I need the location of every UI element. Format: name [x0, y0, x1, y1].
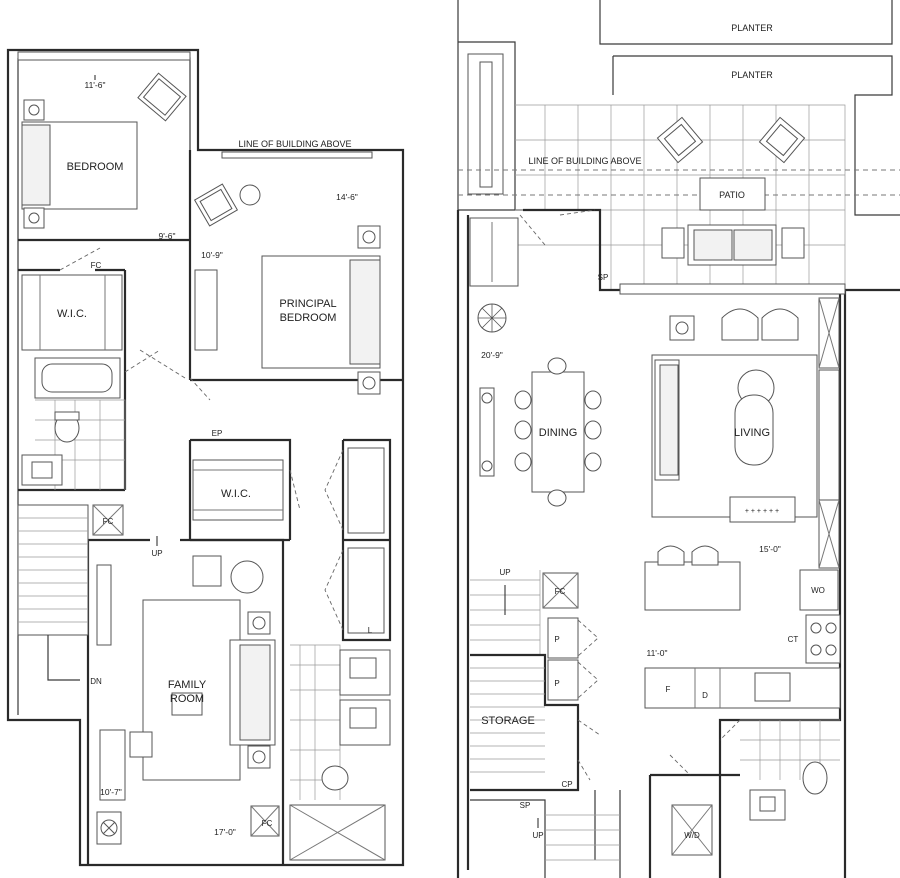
toilet	[321, 765, 349, 791]
lower-unit-outer-wall	[6, 48, 405, 867]
wic-2: W.I.C.	[192, 459, 301, 521]
lower-unit: BEDROOM 11'-6" 9'-6" W.I.C. FC	[6, 48, 405, 867]
ct-label: CT	[788, 635, 799, 644]
up-label-2: UP	[532, 831, 543, 840]
linen-label: L	[368, 626, 373, 635]
dining-depth-dimension: 20'-9"	[481, 350, 503, 360]
coffee-table	[734, 394, 774, 466]
family-room: FC FAMILY ROOM 10'-7" 17'-0"	[96, 555, 280, 845]
armchair	[192, 555, 222, 587]
fc-label-2: FC	[103, 517, 114, 526]
desk-chair	[129, 731, 153, 758]
armchair	[761, 308, 799, 341]
side-table	[781, 227, 805, 259]
pantry-label-1: P	[554, 635, 559, 644]
wd-label: W/D	[684, 831, 700, 840]
dresser	[194, 269, 218, 351]
cp-label: CP	[561, 780, 572, 789]
wic-1-label: W.I.C.	[57, 308, 87, 320]
patio-door	[619, 283, 846, 295]
armchair	[193, 183, 239, 227]
sp-label-2: SP	[520, 801, 531, 810]
armchair	[721, 308, 759, 341]
closet	[469, 217, 519, 287]
bedroom-depth-dimension: 9'-6"	[159, 231, 176, 241]
ep-label: EP	[212, 429, 223, 438]
bedroom-label: BEDROOM	[67, 161, 124, 173]
principal-bedroom-label-line2: BEDROOM	[280, 312, 337, 324]
living-label: LIVING	[734, 427, 770, 439]
lounge-chair	[656, 116, 704, 164]
stairs-and-storage: UP FC P P STORAGE CP SP UP	[470, 568, 621, 878]
laundry-and-bath: W/D	[648, 719, 840, 878]
kitchen: 15'-0" WO CT F D 11'-0"	[644, 544, 841, 709]
planter-2-label: PLANTER	[731, 70, 773, 80]
family-room-label-line1: FAMILY	[168, 679, 207, 691]
cooktop	[805, 614, 841, 664]
kitchen-width-dimension: 11'-0"	[646, 648, 667, 658]
lounge-chair	[758, 116, 806, 164]
principal-bedroom: PRINCIPAL BEDROOM LINE OF BUILDING ABOVE…	[139, 139, 381, 438]
principal-bedroom-label-line1: PRINCIPAL	[279, 298, 336, 310]
patio: LINE OF BUILDING ABOVE PATIO	[458, 104, 900, 290]
sideboard	[479, 387, 495, 477]
kitchen-island	[644, 561, 741, 611]
principal-width-dimension: 14'-6"	[336, 192, 358, 202]
upper-unit: PLANTER PLANTER LINE OF BUILDING ABOVE P…	[456, 0, 900, 878]
principal-depth-dimension: 10'-9"	[201, 250, 223, 260]
dining-label: DINING	[539, 427, 578, 439]
media-console	[96, 564, 112, 646]
fridge-label: F	[666, 685, 671, 694]
wo-label: WO	[811, 586, 825, 595]
up-label-1: UP	[499, 568, 510, 577]
bedroom-window	[17, 51, 191, 61]
planter-1-label: PLANTER	[731, 23, 773, 33]
coffee-table	[171, 692, 203, 716]
counter	[644, 667, 841, 709]
bedroom-width-dimension: 11'-6"	[84, 80, 105, 90]
patio-label: PATIO	[719, 190, 745, 200]
wic-1: W.I.C. FC	[21, 247, 123, 351]
fireplace	[729, 496, 796, 523]
dn-label: DN	[90, 677, 102, 686]
ottoman	[230, 560, 264, 594]
principal-window	[221, 151, 373, 159]
kitchen-sink	[754, 672, 791, 702]
toilet	[802, 761, 828, 795]
rug	[142, 599, 241, 781]
side-table	[661, 227, 685, 259]
storage-label: STORAGE	[481, 715, 535, 727]
sink	[339, 699, 391, 746]
dishwasher-label: D	[702, 691, 708, 700]
line-of-building-above-2: LINE OF BUILDING ABOVE	[528, 156, 641, 166]
line-of-building-above-1: LINE OF BUILDING ABOVE	[238, 139, 351, 149]
stairs-down: DN FC UP	[17, 504, 163, 686]
side-table	[669, 315, 695, 341]
side-table	[239, 184, 261, 206]
bedroom: BEDROOM 11'-6" 9'-6"	[21, 72, 187, 241]
desk	[99, 729, 126, 801]
bathroom-1	[21, 349, 161, 490]
dining: DINING 20'-9"	[477, 303, 602, 507]
armchair	[137, 72, 187, 122]
family-depth-dimension: 10'-7"	[100, 787, 122, 797]
media-wall	[818, 369, 840, 501]
family-width-dimension: 17'-0"	[214, 827, 236, 837]
up-label: UP	[151, 549, 162, 558]
wic-2-label: W.I.C.	[221, 488, 251, 500]
pantry-label-2: P	[554, 679, 559, 688]
closets: L	[324, 447, 385, 635]
dining-table	[531, 371, 585, 493]
fc-label-3: FC	[262, 819, 273, 828]
svg-text:+ + + + + +: + + + + + +	[745, 508, 779, 515]
fc-label-upper: FC	[555, 587, 566, 596]
fc-label-1: FC	[91, 261, 102, 270]
living: + + + + + + LIVING	[651, 297, 840, 569]
bathroom-2	[289, 644, 391, 861]
living-width-dimension: 15'-0"	[759, 544, 781, 554]
sp-label-1: SP	[598, 273, 609, 282]
family-room-label-line2: ROOM	[170, 693, 204, 705]
